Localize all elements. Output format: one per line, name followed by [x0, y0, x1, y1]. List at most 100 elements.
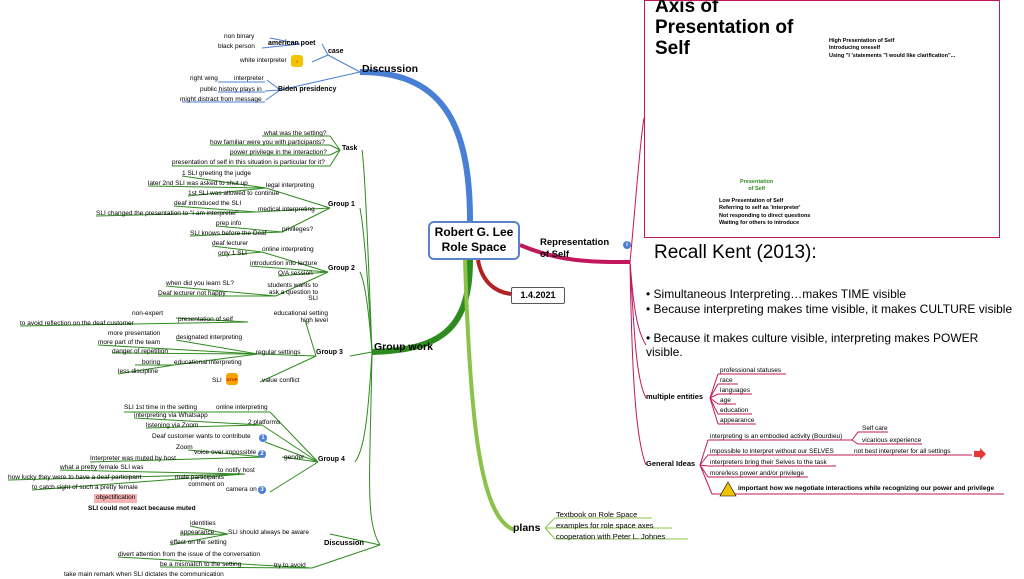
privileges-item[interactable]: prep info [216, 220, 242, 227]
avoid-item[interactable]: take main remark when SLI dictates the c… [64, 571, 224, 578]
regular-settings[interactable]: regular settings [256, 349, 301, 356]
legal-item[interactable]: 1 SLI greeting the judge [182, 170, 252, 177]
aware-label[interactable]: SLI should always be aware [228, 529, 309, 536]
poet-leaf[interactable]: non binary [224, 33, 255, 40]
legal-label[interactable]: legal interpreting [266, 182, 315, 189]
biden-leaf[interactable]: right wing [190, 75, 218, 82]
group1-label[interactable]: Group 1 [328, 201, 355, 208]
privileges-label[interactable]: privileges? [282, 226, 314, 233]
muted-label[interactable]: Interpreter was muted by host [90, 455, 176, 462]
central-topic[interactable]: Robert G. Lee Role Space [428, 221, 520, 260]
designated-item[interactable]: danger of repetition [112, 348, 169, 355]
biden-leaf[interactable]: public history plays in [200, 86, 262, 93]
intro-lecture[interactable]: introduction into lecture [250, 260, 318, 267]
g4-online-label[interactable]: online interpreting [216, 404, 268, 411]
group-work-label[interactable]: Group work [374, 341, 433, 353]
educational-item[interactable]: less discipline [118, 368, 159, 375]
online-item[interactable]: deaf lecturer [212, 240, 249, 247]
online-item[interactable]: only 1 SLI [218, 250, 247, 257]
white-interpreter[interactable]: white interpreter [240, 57, 287, 64]
platforms-item[interactable]: listening via Zoom [146, 422, 199, 429]
important-label[interactable]: important how we negotiate interactions … [738, 485, 995, 492]
objectification[interactable]: objectification [94, 494, 138, 503]
poet-leaf[interactable]: black person [218, 43, 255, 50]
plans-label[interactable]: plans [513, 522, 541, 534]
avoid-item[interactable]: be a mismatch to the setting [160, 561, 242, 568]
general-ideas-label[interactable]: General Ideas [646, 459, 696, 468]
voice-over[interactable]: voice over impossible [194, 449, 257, 456]
group4-label[interactable]: Group 4 [318, 456, 345, 463]
entity-item[interactable]: appearance [720, 417, 755, 424]
plans-item[interactable]: cooperation with Peter L. Johnes [556, 532, 666, 541]
zoom-label[interactable]: Zoom [176, 444, 193, 451]
biden-label[interactable]: Biden presidency [278, 86, 337, 93]
impossible-label[interactable]: impossible to interpret without our SELV… [710, 448, 834, 455]
presentation-item[interactable]: to avoid reflection on the deaf customer [20, 320, 134, 327]
task-label[interactable]: Task [342, 145, 358, 152]
aware-item[interactable]: appearance [180, 529, 215, 536]
presentation-item[interactable]: non-expert [132, 310, 164, 317]
educational-label[interactable]: educational interpreting [174, 359, 242, 366]
designated-item[interactable]: more presentation [108, 330, 161, 337]
representation-line2[interactable]: of Self [540, 249, 570, 260]
male-item[interactable]: to catch sight of such a pretty female [32, 484, 138, 491]
group3-label[interactable]: Group 3 [316, 349, 343, 356]
entity-item[interactable]: race [720, 377, 733, 384]
avoid-label[interactable]: try to avoid [274, 562, 306, 569]
male-item[interactable]: what a pretty female SLI was [60, 464, 144, 471]
online-label[interactable]: online interpreting [262, 246, 314, 253]
medical-label[interactable]: medical interpreting [258, 206, 315, 213]
students-item[interactable]: when did you learn SL? [166, 280, 234, 287]
students-item[interactable]: Deaf lecturer not happy [158, 290, 226, 297]
biden-interpreter[interactable]: interpreter [234, 75, 264, 82]
qa-session[interactable]: Q/A session [278, 270, 313, 277]
medical-item[interactable]: deaf introduced the SLI [174, 200, 242, 207]
educational-high[interactable]: educational setting high level [273, 310, 328, 324]
task-item[interactable]: how familiar were you with participants? [210, 139, 325, 146]
notify-host[interactable]: to notify host [218, 467, 255, 474]
date-node[interactable]: 1.4.2021 [511, 287, 565, 304]
power-label[interactable]: more/less power and/or privilege [710, 470, 804, 477]
embodied-label[interactable]: interpreting is an embodied activity (Bo… [710, 433, 843, 440]
poet-label[interactable]: american poet [268, 40, 316, 47]
entity-item[interactable]: languages [720, 387, 750, 394]
bring-label[interactable]: interpreters bring their Selves to the t… [710, 459, 827, 466]
camera-on[interactable]: camera on [226, 486, 257, 493]
students-label[interactable]: students wants to ask a question to SLI [267, 282, 318, 302]
task-item[interactable]: presentation of self in this situation i… [172, 159, 325, 166]
biden-leaf[interactable]: might distract from message [180, 96, 262, 103]
task-item[interactable]: power privilege in the interaction? [230, 149, 327, 156]
gender-label[interactable]: gender [284, 454, 305, 461]
designated-item[interactable]: more part of the team [98, 339, 161, 346]
aware-item[interactable]: identities [190, 520, 216, 527]
medical-item[interactable]: SLI changed the presentation to "I am in… [96, 210, 239, 217]
avoid-item[interactable]: divert attention from the issue of the c… [118, 551, 260, 558]
representation-line1[interactable]: Representation [540, 237, 610, 248]
designated-label[interactable]: designated interpreting [176, 334, 243, 341]
not-react[interactable]: SLI could not react because muted [88, 505, 196, 512]
discussion-top-label[interactable]: Discussion [362, 63, 419, 75]
legal-item[interactable]: later 2nd SLI was asked to shut up [148, 180, 248, 187]
male-item[interactable]: how lucky they were to have a deaf parti… [8, 474, 142, 481]
legal-item[interactable]: 1st SLI was allowed to continue [188, 190, 280, 197]
embodied-item[interactable]: Self care [862, 425, 888, 432]
value-conflict[interactable]: value conflict [262, 377, 300, 384]
best-label[interactable]: not best interpreter for all settings [854, 448, 951, 455]
g-discussion-label[interactable]: Discussion [324, 538, 365, 547]
entity-item[interactable]: education [720, 407, 749, 414]
sli-label[interactable]: SLI [212, 377, 222, 384]
platforms-label[interactable]: 2 platforms [248, 419, 281, 426]
educational-item[interactable]: boring [142, 359, 161, 366]
aware-item[interactable]: effect on the setting [170, 539, 227, 546]
task-item[interactable]: what was the setting? [264, 130, 327, 137]
group2-label[interactable]: Group 2 [328, 265, 355, 272]
platforms-item[interactable]: interpreting via Whatsapp [134, 412, 208, 419]
plans-item[interactable]: Textbook on Role Space [556, 510, 638, 519]
case-label[interactable]: case [328, 48, 344, 55]
privileges-item[interactable]: SLI knows before the Deaf [190, 230, 267, 237]
presentation-label[interactable]: presentation of self [178, 316, 233, 323]
entity-item[interactable]: professional statuses [720, 367, 782, 374]
multiple-entities-label[interactable]: multiple entities [646, 392, 704, 401]
plans-item[interactable]: examples for role space axes [556, 521, 654, 530]
entity-item[interactable]: age [720, 397, 731, 404]
